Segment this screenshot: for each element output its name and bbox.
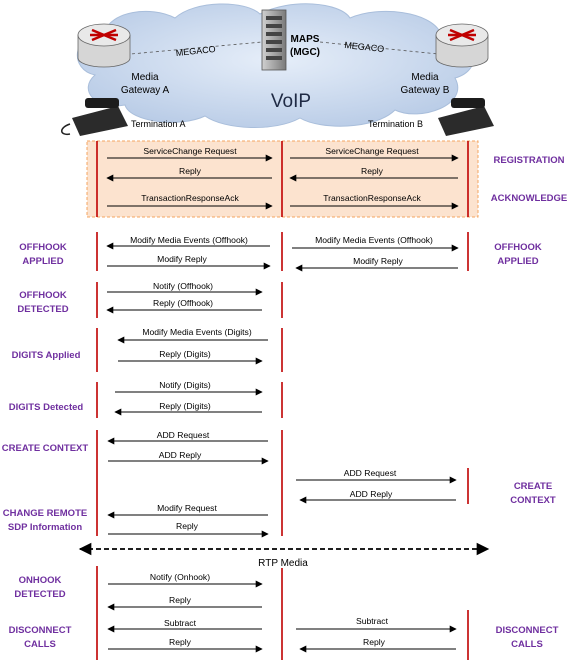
router-icon-a bbox=[77, 23, 131, 68]
msg-notify-onhook: Notify (Onhook) bbox=[150, 572, 210, 582]
server-icon bbox=[261, 9, 287, 71]
msg-reply-onhook: Reply bbox=[169, 595, 192, 605]
phase-onhook-detected-2: DETECTED bbox=[14, 589, 65, 600]
phone-icon-a bbox=[61, 98, 128, 136]
termination-b-label: Termination B bbox=[368, 119, 423, 129]
phase-disconnect-right-2: CALLS bbox=[511, 639, 543, 650]
msg-add-reply-a: ADD Reply bbox=[159, 450, 202, 460]
gateway-b-line2: Gateway B bbox=[401, 85, 450, 96]
phase-offhook-applied-right-1: OFFHOOK bbox=[494, 242, 542, 253]
phase-acknowledge: ACKNOWLEDGE bbox=[491, 193, 568, 204]
phase-change-remote-1: CHANGE REMOTE bbox=[3, 508, 87, 519]
msg-mod-offhook-a: Modify Media Events (Offhook) bbox=[130, 235, 248, 245]
phase-create-context-right-1: CREATE bbox=[514, 481, 552, 492]
msg-modify-request: Modify Request bbox=[157, 503, 217, 513]
msg-reply-reg-a: Reply bbox=[179, 166, 202, 176]
gateway-a-line1: Media bbox=[131, 72, 159, 83]
msg-notify-offhook: Notify (Offhook) bbox=[153, 281, 213, 291]
phase-offhook-detected-1: OFFHOOK bbox=[19, 290, 67, 301]
msg-svc-change-b: ServiceChange Request bbox=[325, 146, 419, 156]
msg-reply-digits-1: Reply (Digits) bbox=[159, 349, 211, 359]
server-role: (MGC) bbox=[290, 47, 320, 58]
megaco-right-label: MEGACO bbox=[344, 40, 385, 54]
msg-mod-reply-a: Modify Reply bbox=[157, 254, 207, 264]
msg-mod-reply-b: Modify Reply bbox=[353, 256, 403, 266]
router-icon-b bbox=[435, 23, 489, 68]
msg-subtract-b: Subtract bbox=[356, 616, 389, 626]
msg-reply-modify: Reply bbox=[176, 521, 199, 531]
phase-disconnect-left-1: DISCONNECT bbox=[9, 625, 72, 636]
phase-registration: REGISTRATION bbox=[493, 155, 564, 166]
phase-onhook-detected-1: ONHOOK bbox=[19, 575, 62, 586]
phase-offhook-applied-right-2: APPLIED bbox=[497, 256, 538, 267]
phase-digits-detected: DIGITS Detected bbox=[9, 402, 84, 413]
msg-add-request-b: ADD Request bbox=[344, 468, 397, 478]
megaco-left-label: MEGACO bbox=[175, 44, 216, 58]
msg-reply-offhook: Reply (Offhook) bbox=[153, 298, 213, 308]
phase-labels: REGISTRATION ACKNOWLEDGE OFFHOOK APPLIED… bbox=[2, 155, 567, 650]
phase-offhook-detected-2: DETECTED bbox=[17, 304, 68, 315]
lifelines bbox=[96, 141, 469, 660]
msg-reply-sub-a: Reply bbox=[169, 637, 192, 647]
phone-icon-b bbox=[438, 98, 494, 136]
msg-svc-change-a: ServiceChange Request bbox=[143, 146, 237, 156]
message-labels: ServiceChange Request ServiceChange Requ… bbox=[130, 146, 433, 647]
gateway-a-line2: Gateway A bbox=[121, 85, 170, 96]
phase-offhook-applied-left-2: APPLIED bbox=[22, 256, 63, 267]
msg-tra-b: TransactionResponseAck bbox=[323, 193, 421, 203]
rtp-media-label: RTP Media bbox=[258, 558, 308, 569]
msg-mod-offhook-b: Modify Media Events (Offhook) bbox=[315, 235, 433, 245]
msg-add-reply-b: ADD Reply bbox=[350, 489, 393, 499]
msg-reply-sub-b: Reply bbox=[363, 637, 386, 647]
phase-create-context-left: CREATE CONTEXT bbox=[2, 443, 89, 454]
termination-a-label: Termination A bbox=[131, 119, 186, 129]
phase-offhook-applied-left-1: OFFHOOK bbox=[19, 242, 67, 253]
phase-disconnect-left-2: CALLS bbox=[24, 639, 56, 650]
phase-digits-applied: DIGITS Applied bbox=[12, 350, 81, 361]
msg-tra-a: TransactionResponseAck bbox=[141, 193, 239, 203]
message-arrows bbox=[106, 154, 459, 653]
phase-disconnect-right-1: DISCONNECT bbox=[496, 625, 559, 636]
msg-add-request-a: ADD Request bbox=[157, 430, 210, 440]
msg-mod-digits: Modify Media Events (Digits) bbox=[142, 327, 252, 337]
msg-subtract-a: Subtract bbox=[164, 618, 197, 628]
msg-reply-reg-b: Reply bbox=[361, 166, 384, 176]
gateway-b-line1: Media bbox=[411, 72, 439, 83]
server-name: MAPS bbox=[291, 34, 320, 45]
phase-change-remote-2: SDP Information bbox=[8, 522, 82, 533]
phase-create-context-right-2: CONTEXT bbox=[510, 495, 556, 506]
msg-notify-digits: Notify (Digits) bbox=[159, 380, 211, 390]
msg-reply-digits-2: Reply (Digits) bbox=[159, 401, 211, 411]
cloud-label: VoIP bbox=[271, 91, 311, 112]
